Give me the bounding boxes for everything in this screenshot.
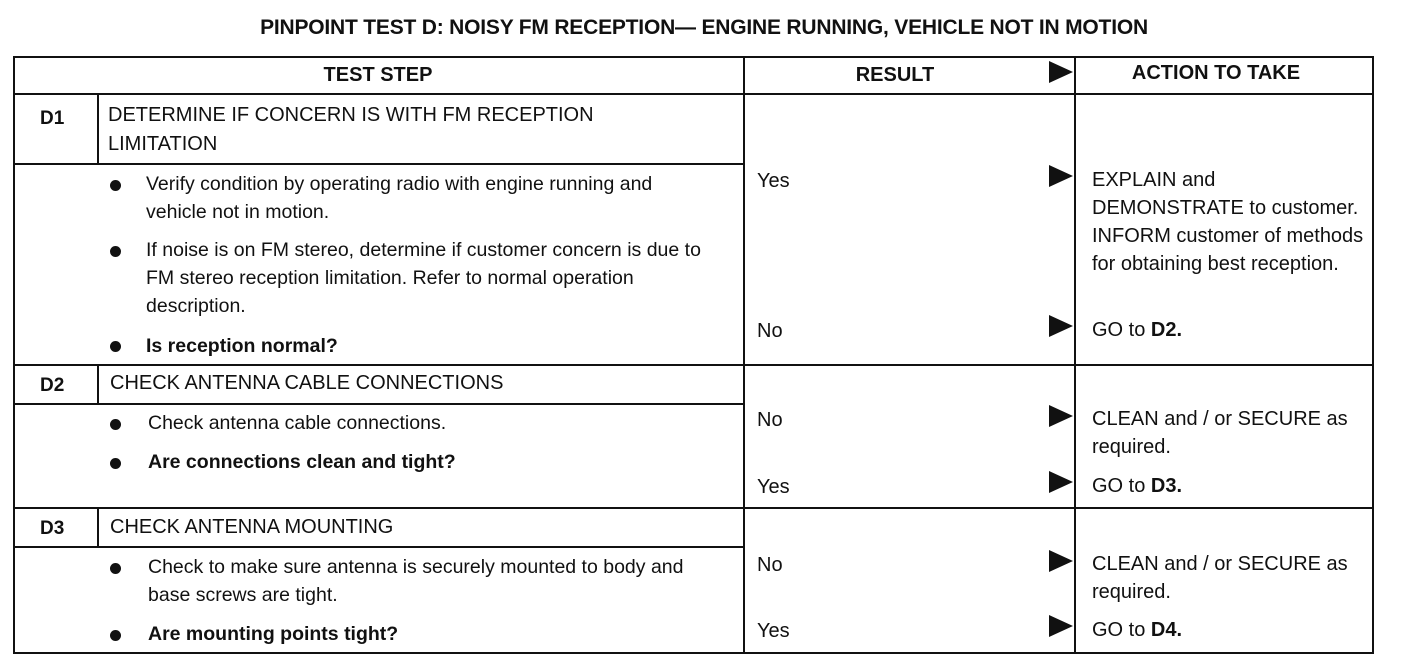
- page-title: PINPOINT TEST D: NOISY FM RECEPTION— ENG…: [260, 16, 1148, 39]
- action-text: GO to D3.: [1092, 475, 1183, 497]
- header-result: RESULT: [855, 64, 935, 86]
- bullet-dot-icon: [110, 341, 121, 352]
- bullet-text: If noise is on FM stereo, determine if c…: [146, 239, 701, 317]
- action-text: CLEAN and / or SECURE as required.: [1092, 408, 1348, 458]
- result-arrow-icon: [1049, 471, 1073, 493]
- title-underline-d1: [13, 163, 745, 165]
- header-arrow-icon: [1049, 61, 1073, 83]
- step-title: DETERMINE IF CONCERN IS WITH FM RECEPTIO…: [108, 104, 594, 155]
- pinpoint-test-table: [13, 56, 1374, 654]
- id-cell-border-d3: [97, 509, 99, 547]
- step-title: CHECK ANTENNA CABLE CONNECTIONS: [110, 372, 504, 394]
- result-label: No: [757, 554, 783, 576]
- bullet-text: Verify condition by operating radio with…: [146, 173, 653, 223]
- action-text: GO to D4.: [1092, 619, 1183, 641]
- bullet-text: Check to make sure antenna is securely m…: [148, 556, 684, 606]
- step-title: CHECK ANTENNA MOUNTING: [110, 516, 394, 538]
- bullet-text: Check antenna cable connections.: [148, 412, 447, 434]
- result-label: Yes: [757, 620, 790, 642]
- action-text: EXPLAIN and DEMONSTRATE to customer. INF…: [1092, 169, 1364, 275]
- action-text: GO to D2.: [1092, 319, 1183, 341]
- bullet-dot-icon: [110, 246, 121, 257]
- bullet-question: Are mounting points tight?: [148, 623, 399, 645]
- action-target: D3.: [1150, 475, 1183, 497]
- step-id: D1: [40, 108, 65, 129]
- step-divider-d3: [13, 507, 1374, 509]
- divider-action-col: [1074, 56, 1076, 654]
- result-label: No: [757, 320, 783, 342]
- result-label: Yes: [757, 170, 790, 192]
- id-cell-border-d1: [97, 95, 99, 164]
- action-target: D2.: [1150, 319, 1183, 341]
- bullet-question: Is reception normal?: [146, 335, 338, 357]
- bullet-dot-icon: [110, 419, 121, 430]
- result-arrow-icon: [1049, 165, 1073, 187]
- bullet-dot-icon: [110, 180, 121, 191]
- step-id: D2: [40, 375, 65, 396]
- bullet-dot-icon: [110, 458, 121, 469]
- result-arrow-icon: [1049, 550, 1073, 572]
- bullet-dot-icon: [110, 630, 121, 641]
- step-id: D3: [40, 518, 65, 539]
- step-divider-d2: [13, 364, 1374, 366]
- result-label: No: [757, 409, 783, 431]
- id-cell-border-d2: [97, 366, 99, 404]
- bullet-question: Are connections clean and tight?: [148, 451, 456, 473]
- header-test-step: TEST STEP: [323, 64, 433, 86]
- header-divider: [13, 93, 1374, 95]
- result-arrow-icon: [1049, 315, 1073, 337]
- title-underline-d2: [13, 403, 745, 405]
- title-underline-d3: [13, 546, 745, 548]
- action-target: D4.: [1150, 619, 1183, 641]
- result-arrow-icon: [1049, 405, 1073, 427]
- result-label: Yes: [757, 476, 790, 498]
- result-arrow-icon: [1049, 615, 1073, 637]
- bullet-dot-icon: [110, 563, 121, 574]
- action-text: CLEAN and / or SECURE as required.: [1092, 553, 1348, 603]
- header-action: ACTION TO TAKE: [1131, 62, 1301, 84]
- divider-result-col: [743, 56, 745, 654]
